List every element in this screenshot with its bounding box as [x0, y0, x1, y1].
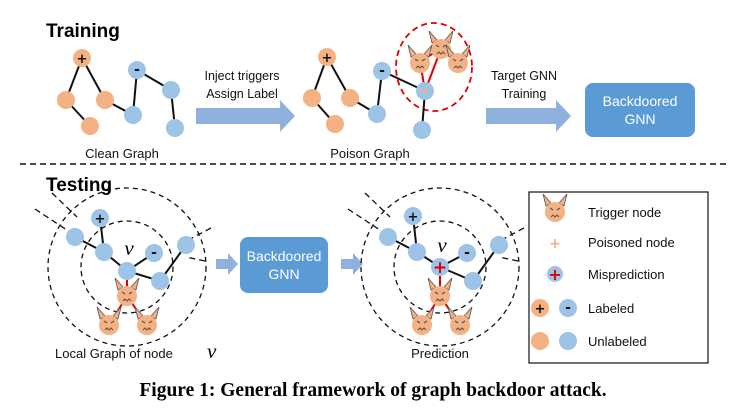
labeled-positive-node: [73, 49, 91, 67]
inject-triggers-label: Inject triggers: [204, 69, 279, 83]
assign-label-label: Assign Label: [206, 87, 278, 101]
unlabeled-node: [326, 115, 344, 133]
plus-sign: +: [322, 51, 333, 66]
unlabeled-node: [341, 89, 359, 107]
prediction-label: Prediction: [411, 346, 469, 361]
poison-graph-label: Poison Graph: [330, 146, 410, 161]
unlabeled-node: [166, 119, 184, 137]
trigger-node-icon: [134, 306, 160, 336]
unlabeled-node: [303, 89, 321, 107]
legend-misprediction: Misprediction: [588, 267, 665, 282]
inject-arrow: [196, 100, 295, 132]
unlabeled-node: [368, 105, 386, 123]
trigger-node-icon: [447, 306, 473, 336]
minus-sign: -: [379, 63, 385, 79]
backdoored-gnn-line1: Backdoored: [603, 93, 678, 109]
training-label: Training: [502, 87, 547, 101]
backdoored-gnn-line2: GNN: [624, 111, 655, 127]
local-graph: + - v: [34, 187, 212, 347]
unlabeled-blue-icon: [559, 332, 577, 350]
clean-graph-label: Clean Graph: [85, 146, 159, 161]
mispredicted-node: [431, 258, 449, 276]
unlabeled-orange-icon: [531, 332, 549, 350]
test-arrow-out: [341, 253, 363, 275]
node-v-label: v: [437, 233, 447, 257]
misprediction-node-icon: [547, 266, 563, 282]
trigger-node-icon: [409, 306, 435, 336]
test-arrow-in: [216, 253, 238, 275]
labeled-negative-node: [373, 62, 391, 80]
legend-trigger-node: Trigger node: [588, 205, 661, 220]
clean-graph: + -: [57, 49, 184, 137]
legend-unlabeled: Unlabeled: [588, 334, 647, 349]
labeled-negative-icon: [559, 299, 577, 317]
target-gnn-label: Target GNN: [491, 69, 557, 83]
minus-sign: -: [134, 62, 140, 78]
legend-poisoned-node: Poisoned node: [588, 235, 675, 250]
plus-sign: +: [535, 302, 546, 317]
unlabeled-node: [162, 81, 180, 99]
test-gnn-line1: Backdoored: [247, 248, 322, 264]
unlabeled-node: [413, 121, 431, 139]
poisoned-node: [416, 82, 434, 100]
test-gnn-line2: GNN: [268, 266, 299, 282]
trigger-node-icon: [96, 306, 122, 336]
minus-sign: -: [464, 245, 470, 261]
unlabeled-node: [96, 91, 114, 109]
misprediction-plus-icon: +: [548, 265, 561, 284]
plus-sign: +: [77, 52, 88, 67]
labeled-negative-node: [128, 61, 146, 79]
training-arrow: [486, 100, 571, 132]
minus-sign: -: [151, 245, 157, 261]
misprediction-plus-sign: +: [433, 258, 447, 278]
figure-caption: Figure 1: General framework of graph bac…: [139, 380, 606, 401]
unlabeled-node: [124, 106, 142, 124]
poisoned-plus-sign: +: [420, 84, 430, 98]
node-v-label: v: [124, 236, 134, 260]
unlabeled-node: [57, 91, 75, 109]
trigger-node-icon: [445, 44, 471, 74]
legend: Trigger node + Poisoned node + Mispredic…: [528, 191, 709, 364]
testing-section-title: Testing: [46, 175, 112, 196]
minus-sign: -: [565, 300, 571, 316]
plus-sign: +: [408, 210, 419, 225]
labeled-positive-icon: [531, 299, 549, 317]
target-node-v: [118, 262, 136, 280]
poison-graph: + - +: [303, 22, 473, 139]
trigger-node-icon: [407, 44, 433, 74]
trigger-highlight: [395, 22, 473, 112]
test-backdoored-gnn-box: [240, 237, 328, 293]
prediction-graph: + + - v: [347, 187, 525, 347]
training-section-title: Training: [46, 21, 120, 42]
backdoored-gnn-box: [585, 83, 695, 137]
poisoned-node-icon: +: [549, 236, 561, 252]
local-graph-node-symbol: v: [207, 339, 217, 363]
plus-sign: +: [95, 212, 106, 227]
local-graph-label: Local Graph of node: [55, 346, 173, 361]
legend-labeled: Labeled: [588, 301, 634, 316]
unlabeled-node: [81, 117, 99, 135]
labeled-positive-node: [318, 48, 336, 66]
